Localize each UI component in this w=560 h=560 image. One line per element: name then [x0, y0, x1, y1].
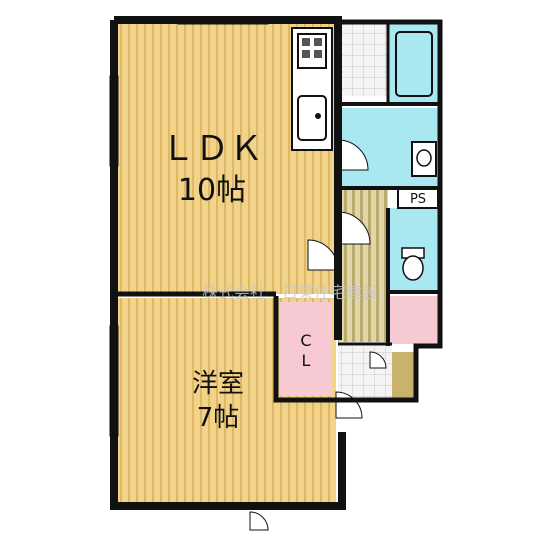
toilet-icon [401, 247, 425, 281]
entrance-step [392, 352, 414, 398]
ps-label: PS [410, 192, 426, 207]
washbasin-icon [411, 141, 437, 177]
walls [110, 16, 443, 510]
western-room-size: 7帖 [197, 403, 240, 433]
bathtub-icon [395, 31, 433, 97]
stove-icon [297, 33, 327, 69]
entrance-tile-floor [338, 346, 392, 398]
bath-tile-floor [338, 24, 388, 96]
closet-label-l: L [302, 351, 311, 370]
lower-floor-extension [276, 400, 336, 502]
watermark: 株式会社 日東住宅建設 [202, 283, 378, 302]
closet-floor [280, 302, 332, 396]
sink-icon [297, 95, 327, 141]
ldk-label: ＬＤＫ [161, 129, 263, 169]
western-room-label: 洋室 [192, 369, 244, 399]
ldk-size: 10帖 [178, 173, 246, 208]
shoe-cabinet [390, 296, 438, 344]
closet-label-c: C [300, 331, 311, 350]
